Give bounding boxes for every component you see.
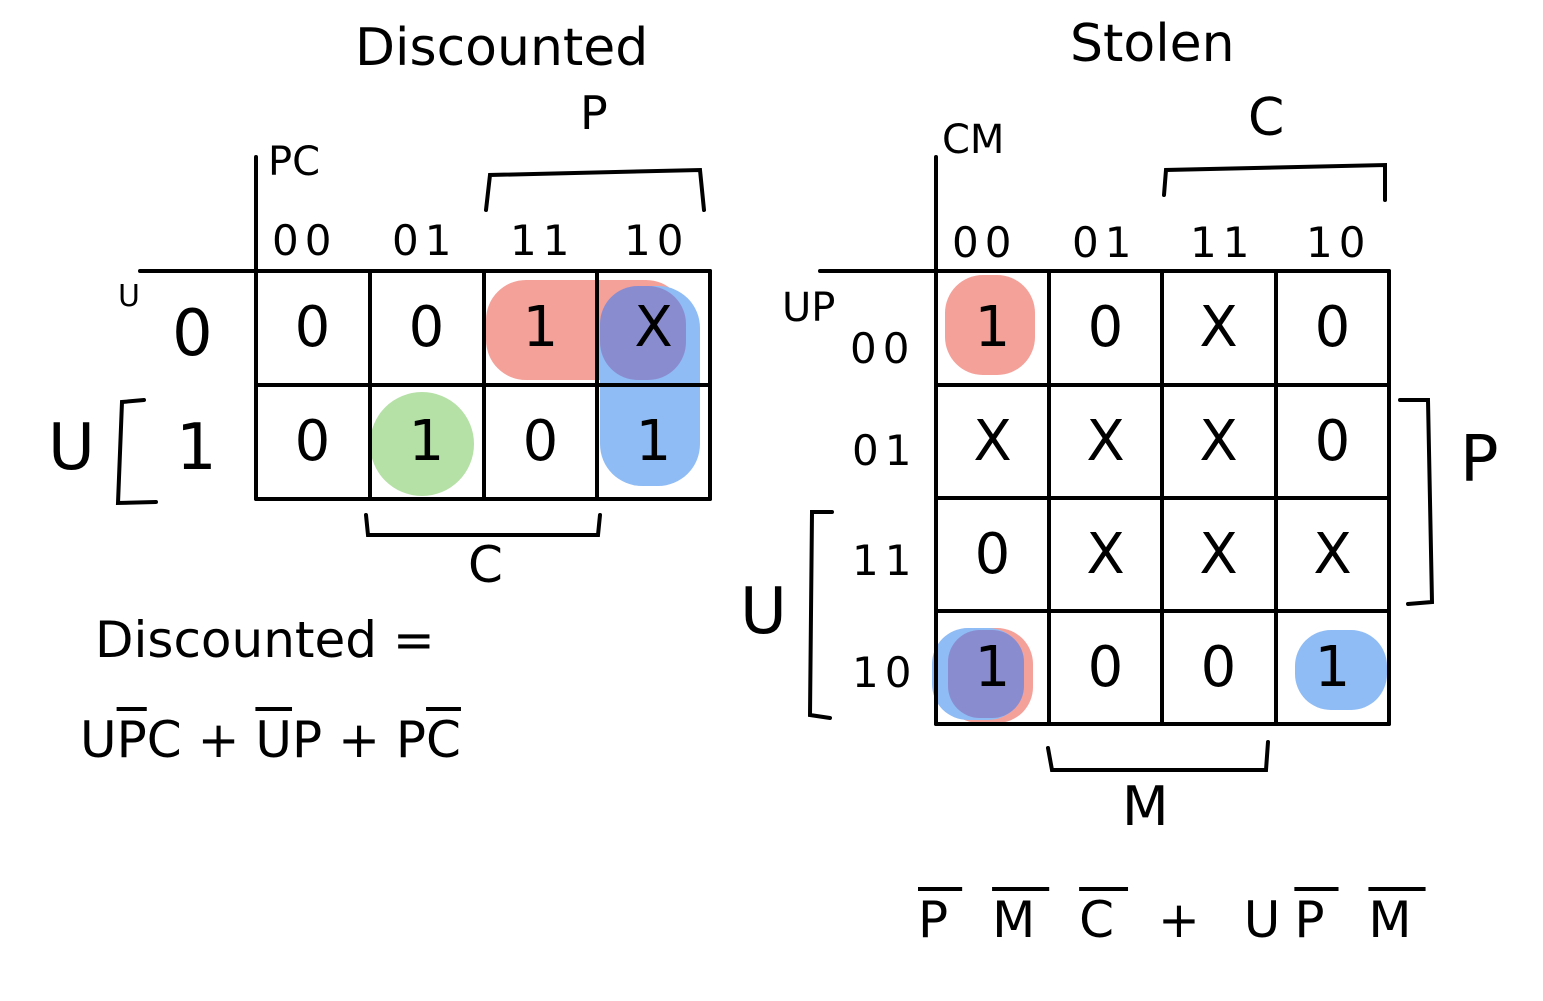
right-title: Stolen — [1070, 14, 1235, 74]
left-cell: 1 — [522, 295, 559, 360]
left-row-code-1: 1 — [176, 411, 217, 485]
left-cell: 1 — [635, 409, 672, 474]
left-cell: 0 — [294, 409, 331, 474]
left-cell: X — [634, 295, 673, 360]
right-cell: 0 — [1200, 635, 1237, 700]
right-bracket-right-label: P — [1460, 423, 1499, 497]
right-cell: 1 — [974, 635, 1011, 700]
right-bracket-top-label: C — [1248, 88, 1285, 148]
right-col-code-0: 00 — [952, 218, 1018, 267]
left-col-code-0: 00 — [272, 216, 338, 265]
left-bracket-left-label: U — [48, 411, 95, 485]
group-overlap-left — [600, 286, 686, 380]
left-bracket-bottom-label: C — [468, 536, 503, 594]
right-cell: 1 — [1314, 635, 1351, 700]
right-cell: 0 — [1314, 409, 1351, 474]
right-cell: 0 — [1087, 295, 1124, 360]
right-row-var-label: UP — [782, 285, 836, 331]
left-col-code-1: 01 — [392, 216, 458, 265]
right-cell: X — [1199, 409, 1238, 474]
right-cell: X — [973, 409, 1012, 474]
right-row-code-2: 11 — [852, 536, 918, 585]
left-cell: 0 — [408, 295, 445, 360]
right-corner-label: CM — [942, 117, 1005, 163]
right-cell: 0 — [974, 522, 1011, 587]
right-row-code-0: 00 — [850, 324, 916, 373]
left-row-code-0: 0 — [172, 297, 213, 371]
left-col-code-3: 10 — [624, 216, 690, 265]
group-green-left — [370, 392, 474, 496]
left-title: Discounted — [355, 18, 649, 78]
right-cell: X — [1199, 522, 1238, 587]
right-bracket-left-label: U — [740, 575, 787, 649]
right-row-code-1: 01 — [852, 426, 918, 475]
left-row-var: U — [118, 279, 140, 314]
right-cell: X — [1086, 409, 1125, 474]
left-equation-lhs: Discounted = — [95, 611, 435, 669]
group-blue-right-right — [1295, 630, 1387, 710]
left-corner-label: PC — [268, 139, 321, 185]
right-cell: X — [1199, 295, 1238, 360]
right-col-code-2: 11 — [1190, 218, 1256, 267]
right-bracket-bottom-label: M — [1122, 775, 1169, 838]
right-cell: 0 — [1314, 295, 1351, 360]
right-equation: P M C + UP M — [918, 891, 1426, 949]
right-col-code-3: 10 — [1306, 218, 1372, 267]
right-cell: 1 — [974, 295, 1011, 360]
right-row-code-3: 10 — [852, 648, 918, 697]
left-cell: 1 — [408, 409, 445, 474]
right-col-code-1: 01 — [1072, 218, 1138, 267]
right-cell: X — [1086, 522, 1125, 587]
left-col-code-2: 11 — [510, 216, 576, 265]
group-overlap-right — [948, 630, 1024, 718]
left-bracket-top-label: P — [580, 86, 608, 140]
left-cell: 0 — [522, 409, 559, 474]
group-red-right-top — [945, 275, 1035, 375]
left-cell: 0 — [294, 295, 331, 360]
left-equation-rhs: UPC + UP + PC — [80, 711, 461, 769]
right-cell: X — [1313, 522, 1352, 587]
right-cell: 0 — [1087, 635, 1124, 700]
